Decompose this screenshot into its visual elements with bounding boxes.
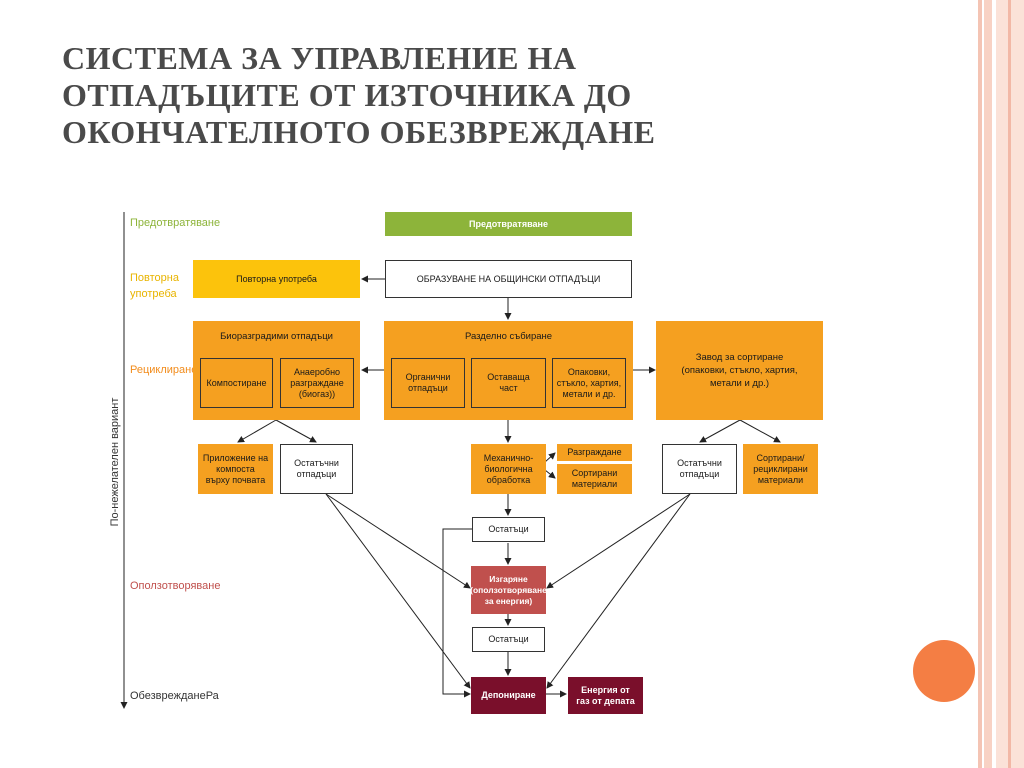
box-line: върху почвата: [205, 474, 266, 485]
slide-title: СИСТЕМА ЗА УПРАВЛЕНИЕ НА ОТПАДЪЦИТЕ ОТ И…: [62, 40, 762, 151]
box-line: Анаеробно: [293, 366, 341, 377]
incineration-box: Изгаряне (оползотворяване за енергия): [470, 566, 547, 614]
arrow-to-sorted-materials: [544, 469, 556, 479]
arrow-residues-to-landfill: [442, 528, 472, 698]
box-line: биологична: [484, 463, 533, 474]
sorted-recycled-box: Сортирани/ рециклирани материали: [743, 444, 818, 494]
level-label-line: Повторна: [130, 272, 179, 284]
box-line: Остатъчни: [677, 458, 722, 468]
anaerobic-box: Анаеробно разграждане (биогаз)): [280, 358, 354, 408]
title-line: СИСТЕМА ЗА УПРАВЛЕНИЕ НА: [62, 40, 577, 76]
box-line: метали и др.: [562, 388, 616, 399]
arrow-to-residual-left: [275, 419, 317, 443]
box-line: отпадъци: [679, 469, 720, 479]
landfill-gas-box: Енергия от газ от депата: [568, 677, 643, 714]
arrow-right-to-landfill: [546, 493, 691, 689]
composting-box: Компостиране: [200, 358, 273, 408]
municipal-waste-box: ОБРАЗУВАНЕ НА ОБЩИНСКИ ОТПАДЪЦИ: [385, 260, 632, 298]
level-label-disposal: ОбезврежданеРа: [130, 690, 219, 702]
title-line: ОКОНЧАТЕЛНОТО ОБЕЗВРЕЖДАНЕ: [62, 114, 656, 150]
box-line: за енергия): [484, 595, 533, 606]
box-line: (опаковки, стъкло, хартия,: [681, 365, 798, 376]
sorting-plant-box: Завод за сортиране (опаковки, стъкло, ха…: [656, 321, 823, 420]
box-line: (оползотворяване: [470, 584, 547, 595]
level-label-recovery: Оползотворяване: [130, 580, 221, 592]
box-line: отпадъци: [296, 469, 337, 479]
arrow-to-residual-right: [699, 419, 741, 443]
box-line: част: [499, 383, 518, 393]
box-line: Опаковки,: [567, 366, 611, 377]
box-line: Органични: [405, 372, 451, 382]
arrow-left-to-incineration: [325, 493, 471, 589]
box-line: отпадъци: [408, 383, 448, 393]
reuse-box: Повторна употреба: [193, 260, 360, 298]
separate-collection-title: Разделно събиране: [464, 331, 553, 342]
box-line: Енергия от: [581, 684, 630, 695]
decor-stripe: [1008, 0, 1011, 768]
biodegradable-group: [193, 321, 360, 420]
separate-collection-group: [384, 321, 633, 420]
level-label-line: употреба: [130, 288, 177, 300]
residues-1-box: Остатъци: [472, 517, 545, 542]
box-line: Оставаща: [487, 372, 530, 382]
box-line: компоста: [216, 463, 255, 474]
arrow-right-to-incineration: [546, 493, 691, 589]
biodegradable-title: Биоразградими отпадъци: [220, 331, 333, 342]
level-label-recycling: Рециклиране: [130, 364, 198, 376]
box-line: Завод за сортиране: [695, 352, 784, 363]
arrow-to-sorted-recycled: [739, 419, 781, 443]
box-line: Остатъчни: [294, 458, 339, 468]
box-line: материали: [757, 474, 804, 485]
box-line: Приложение на: [202, 452, 269, 463]
residual-waste-left-box: Остатъчни отпадъци: [280, 444, 353, 494]
box-line: материали: [571, 479, 618, 489]
level-label-prevention: Предотвратяване: [130, 217, 221, 229]
box-line: метали и др.): [709, 378, 770, 389]
box-line: Сортирани: [571, 468, 618, 478]
box-line: обработка: [486, 474, 531, 485]
compost-soil-box: Приложение на компоста върху почвата: [198, 444, 273, 494]
remaining-part-box: Оставаща част: [471, 358, 546, 408]
arrow-left-to-landfill: [325, 493, 471, 689]
residues-2-box: Остатъци: [472, 627, 545, 652]
prevention-box: Предотвратяване: [385, 212, 632, 236]
box-line: газ от депата: [576, 695, 635, 706]
level-label-reuse: Повторна употреба: [130, 270, 179, 302]
packaging-box: Опаковки, стъкло, хартия, метали и др.: [552, 358, 626, 408]
box-line: рециклирани: [753, 463, 808, 474]
decor-circle: [913, 640, 975, 702]
title-line: ОТПАДЪЦИТЕ ОТ ИЗТОЧНИКА ДО: [62, 77, 632, 113]
box-line: Механично-: [483, 452, 534, 463]
axis-label-less-preferred: По-нежелателен вариант: [109, 397, 121, 527]
sorted-materials-box: Сортирани материали: [557, 464, 632, 494]
decor-stripe: [984, 0, 992, 768]
decomposition-box: Разграждане: [557, 444, 632, 461]
mbt-box: Механично- биологична обработка: [471, 444, 546, 494]
box-line: Сортирани/: [756, 452, 805, 463]
box-line: разграждане: [290, 377, 344, 388]
box-line: Изгаряне: [489, 573, 528, 584]
decor-stripe: [978, 0, 982, 768]
arrow-to-compost-soil: [237, 419, 277, 443]
organic-waste-box: Органични отпадъци: [391, 358, 465, 408]
box-line: стъкло, хартия,: [556, 377, 622, 388]
arrow-to-decomposition: [544, 452, 556, 463]
landfill-box: Депониране: [471, 677, 546, 714]
residual-waste-right-box: Остатъчни отпадъци: [662, 444, 737, 494]
box-line: (биогаз)): [298, 388, 336, 399]
